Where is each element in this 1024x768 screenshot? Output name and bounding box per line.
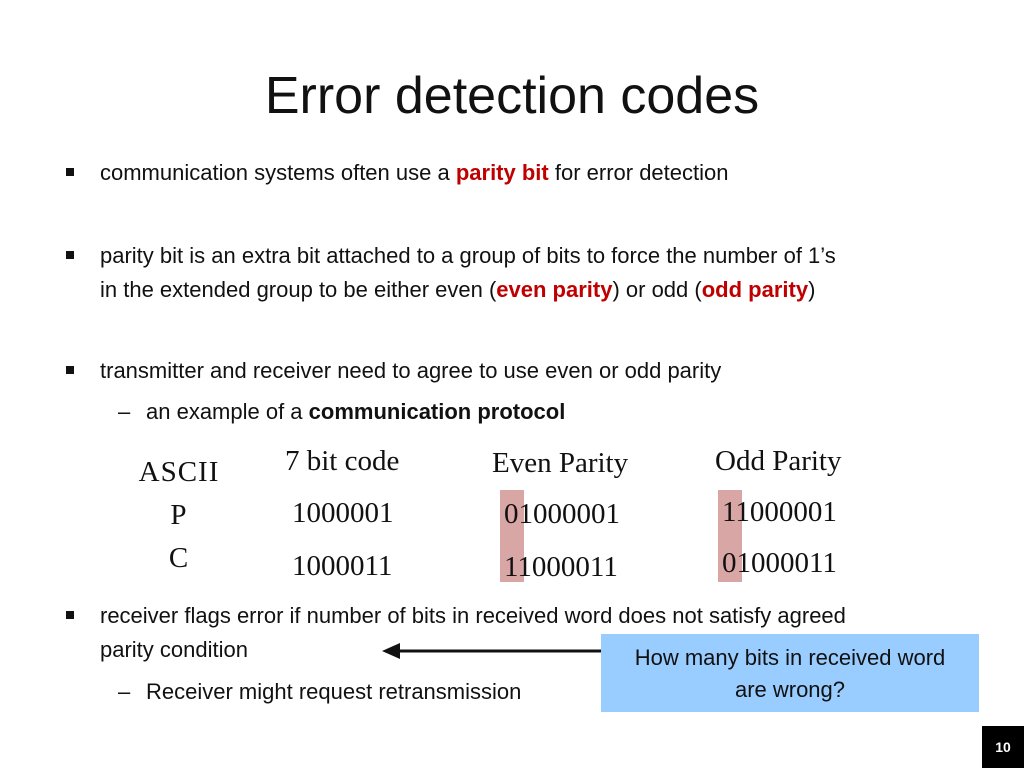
table-col-header-odd: Odd Parity [715, 445, 842, 477]
parity-bit-term: parity bit [455, 160, 549, 185]
bullet-4-line-1: receiver flags error if number of bits i… [100, 603, 846, 628]
bullet-2-text-mid: ) or odd ( [612, 277, 702, 302]
bullet-3: transmitter and receiver need to agree t… [100, 358, 722, 383]
bullet-4-line-2: parity condition [100, 637, 248, 662]
bullet-1: communication systems often use a parity… [100, 156, 1000, 190]
sub-bullet-text: an example of a [146, 399, 309, 424]
bullet-2-line-2: in the extended group to be either even … [100, 273, 1000, 307]
table-row-label: P [170, 499, 188, 531]
callout-text: How many bits in received word are wrong… [634, 645, 946, 702]
page-number: 10 [982, 726, 1024, 768]
table-cell-code: 1000011 [292, 550, 393, 582]
sub-bullet-retransmission: Receiver might request retransmission [146, 679, 522, 704]
callout-box: How many bits in received word are wrong… [601, 634, 979, 712]
communication-protocol-term: communication protocol [308, 399, 566, 424]
bullet-marker [66, 366, 74, 374]
bullet-2-text-end: ) [808, 277, 816, 302]
sub-bullet-dash: – [118, 679, 131, 704]
bullet-marker [66, 611, 74, 619]
slide-title: Error detection codes [264, 67, 760, 125]
bullet-2-line-1: parity bit is an extra bit attached to a… [100, 243, 836, 268]
table-cell-odd: 01000011 [722, 547, 837, 579]
arrow-left-icon [382, 643, 602, 659]
table-cell-code: 1000001 [292, 497, 394, 529]
bullet-marker [66, 251, 74, 259]
sub-bullet-protocol: an example of a communication protocol [146, 395, 565, 429]
table-cell-odd: 11000001 [722, 496, 837, 528]
odd-parity-bit-highlight [718, 490, 742, 582]
even-parity-term: even parity [496, 277, 613, 302]
bullet-1-text: communication systems often use a [100, 160, 456, 185]
odd-parity-term: odd parity [701, 277, 809, 302]
even-parity-bit-highlight [500, 490, 524, 582]
table-row-label: C [168, 542, 190, 574]
table-cell-even: 11000011 [504, 551, 618, 583]
bullet-2: parity bit is an extra bit attached to a… [100, 239, 1000, 307]
table-row-header: ASCII [138, 456, 220, 488]
bullet-1-text-end: for error detection [548, 160, 729, 185]
table-col-header-code: 7 bit code [285, 445, 400, 477]
sub-bullet-dash: – [118, 399, 131, 424]
table-cell-even: 01000001 [504, 498, 620, 530]
bullet-marker [66, 168, 74, 176]
bullet-2-text: in the extended group to be either even … [100, 277, 497, 302]
table-col-header-even: Even Parity [492, 447, 629, 479]
bullet-4: receiver flags error if number of bits i… [100, 599, 1000, 667]
